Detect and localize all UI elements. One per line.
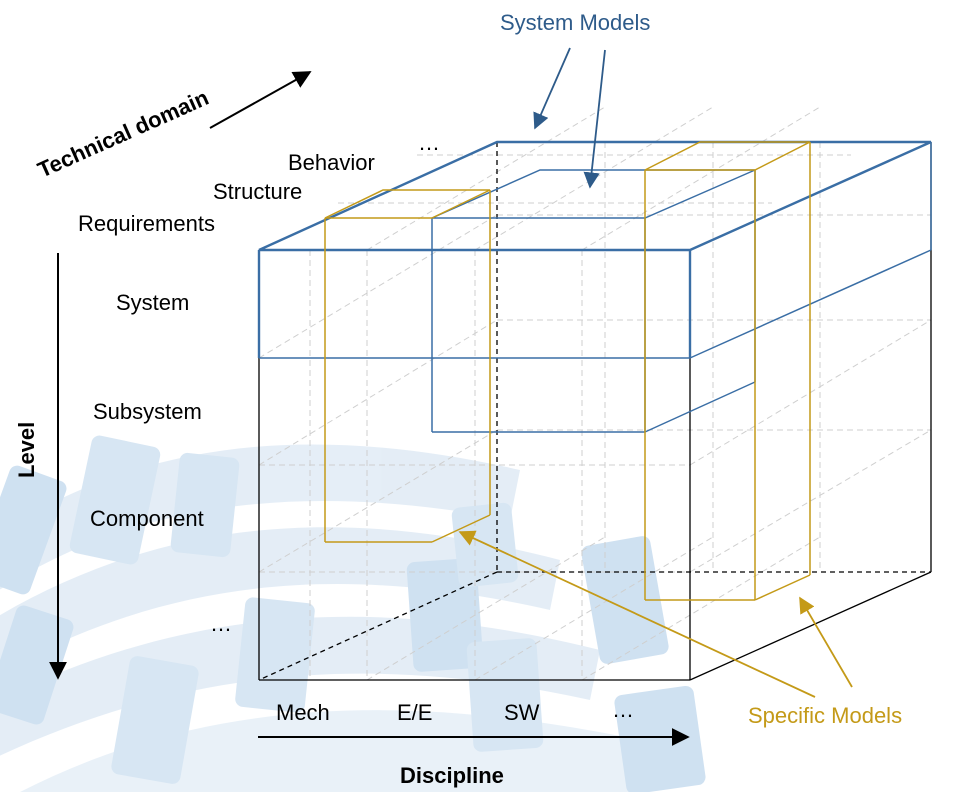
technical-domain-item-behavior: Behavior [288, 150, 375, 175]
background-watermark [0, 435, 706, 792]
level-item-more: … [210, 611, 232, 636]
system-models-label: System Models [500, 10, 650, 35]
level-item-system: System [116, 290, 189, 315]
level-axis: Level System Subsystem Component … [14, 253, 232, 680]
level-item-component: Component [90, 506, 204, 531]
technical-domain-item-more: … [418, 130, 440, 155]
technical-domain-item-requirements: Requirements [78, 211, 215, 236]
specific-models-label: Specific Models [748, 703, 902, 728]
technical-domain-item-structure: Structure [213, 179, 302, 204]
specific-models-arrow-left [458, 530, 816, 698]
specific-models-arrow-right [799, 596, 853, 688]
discipline-item-more: … [612, 697, 634, 722]
discipline-title: Discipline [400, 763, 504, 788]
level-title: Level [14, 422, 39, 478]
discipline-item-mech: Mech [276, 700, 330, 725]
discipline-item-sw: SW [504, 700, 540, 725]
system-models-arrow-inner [583, 49, 606, 189]
specific-models-callout: Specific Models [458, 530, 902, 728]
technical-domain-arrow [209, 71, 312, 129]
technical-domain-axis: Technical domain Requirements Structure … [34, 71, 440, 236]
technical-domain-title: Technical domain [34, 85, 212, 183]
system-models-arrow-outer [533, 47, 571, 130]
specific-models-blocks [324, 141, 811, 601]
system-models-callout: System Models [500, 10, 650, 189]
discipline-axis: Mech E/E SW … Discipline [258, 697, 690, 788]
system-models-blocks [257, 140, 932, 433]
cube-grid [258, 106, 932, 681]
discipline-item-ee: E/E [397, 700, 432, 725]
level-item-subsystem: Subsystem [93, 399, 202, 424]
